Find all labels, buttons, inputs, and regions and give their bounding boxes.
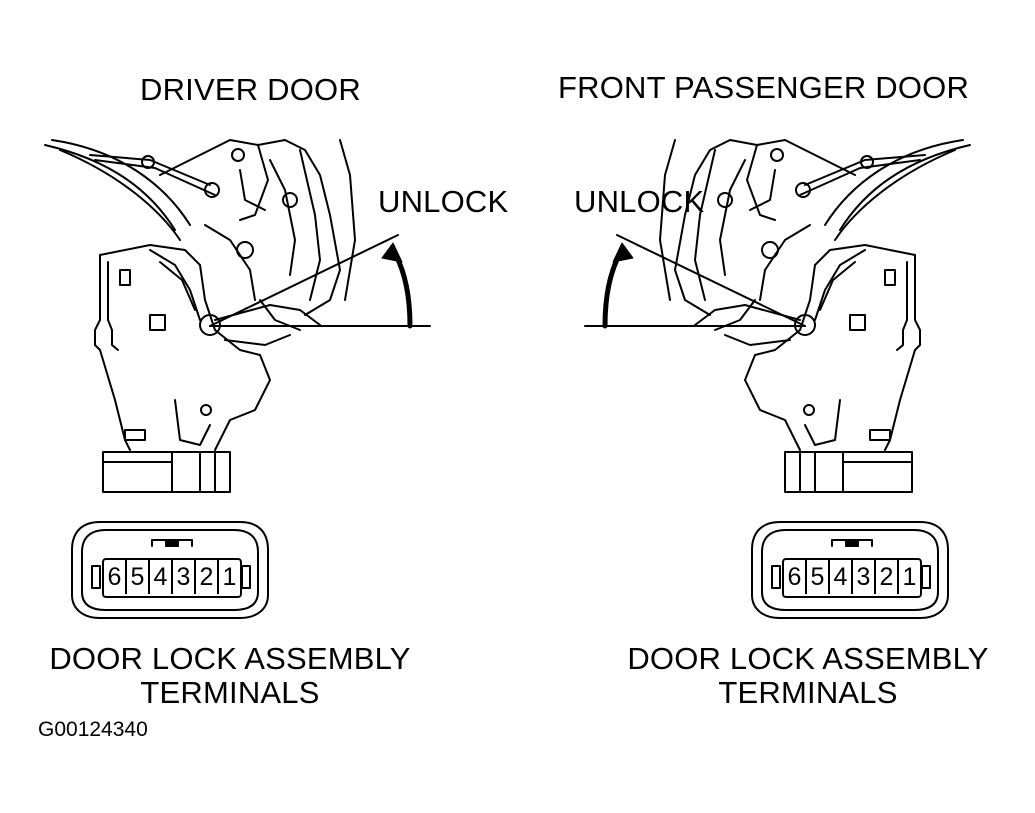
- passenger-pin-4: 4: [830, 560, 853, 594]
- driver-door-lock-assembly: [44, 139, 431, 493]
- driver-connector-face: [71, 521, 269, 619]
- driver-pin-2: 2: [196, 560, 219, 594]
- driver-pin-5: 5: [127, 560, 150, 594]
- passenger-terminals-line2: TERMINALS: [718, 675, 898, 710]
- driver-door-title: DRIVER DOOR: [140, 72, 361, 107]
- passenger-door-lock-assembly: [584, 139, 971, 493]
- passenger-pin-6: 6: [784, 560, 807, 594]
- driver-pin-3: 3: [173, 560, 196, 594]
- passenger-door-title: FRONT PASSENGER DOOR: [558, 70, 970, 105]
- passenger-connector-face: [751, 521, 949, 619]
- passenger-terminals-line1: DOOR LOCK ASSEMBLY: [627, 641, 989, 676]
- passenger-pin-1: 1: [902, 563, 917, 591]
- driver-connector-pins: 6 5 4 3 2 1: [102, 558, 242, 598]
- passenger-connector-pins: 6 5 4 3 2 1: [782, 558, 922, 598]
- passenger-pin-5: 5: [807, 560, 830, 594]
- driver-pin-6: 6: [104, 560, 127, 594]
- figure-id: G00124340: [38, 718, 148, 741]
- passenger-terminals-caption: DOOR LOCK ASSEMBLY TERMINALS: [598, 642, 1018, 710]
- passenger-unlock-label: UNLOCK: [574, 184, 705, 219]
- driver-pin-1: 1: [222, 563, 237, 591]
- driver-pin-4: 4: [150, 560, 173, 594]
- driver-terminals-line2: TERMINALS: [140, 675, 320, 710]
- driver-unlock-label: UNLOCK: [378, 184, 509, 219]
- driver-terminals-line1: DOOR LOCK ASSEMBLY: [49, 641, 411, 676]
- driver-terminals-caption: DOOR LOCK ASSEMBLY TERMINALS: [20, 642, 440, 710]
- passenger-pin-2: 2: [876, 560, 899, 594]
- passenger-pin-3: 3: [853, 560, 876, 594]
